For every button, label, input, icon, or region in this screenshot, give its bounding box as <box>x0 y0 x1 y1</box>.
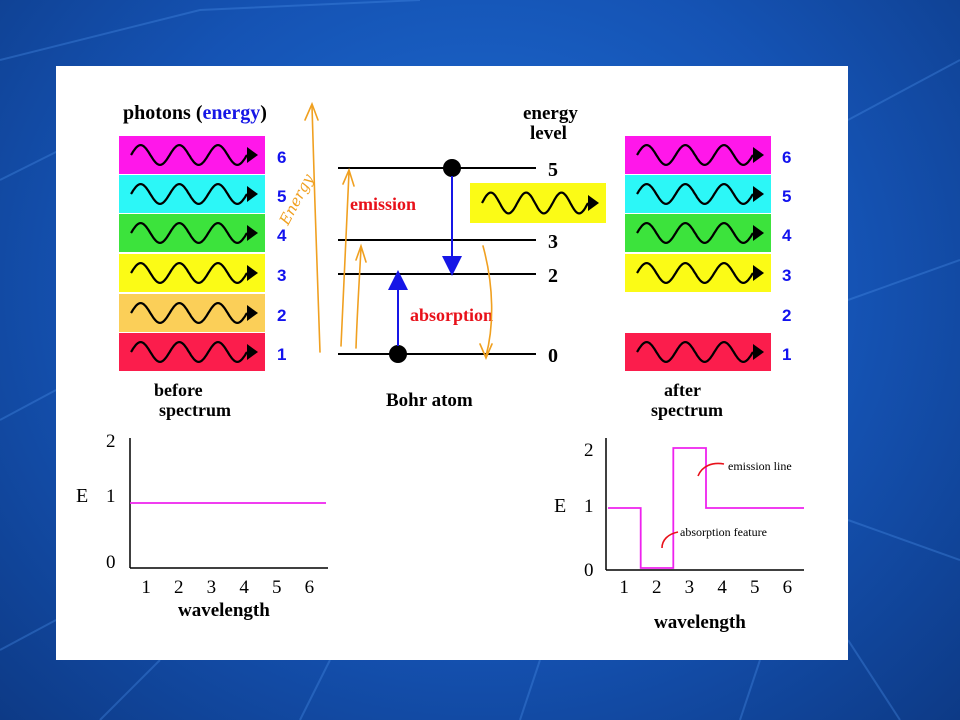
photon-before-5 <box>119 175 265 213</box>
photon-after-label-3: 3 <box>782 266 791 285</box>
photon-after-5-box <box>625 175 771 213</box>
photon-before-1 <box>119 333 265 371</box>
graph-before-ytick-0: 0 <box>106 552 116 573</box>
graph-after-xtick-2: 2 <box>652 577 662 598</box>
photon-before-label-1: 1 <box>277 345 286 364</box>
graph-after-xtick-6: 6 <box>783 577 793 598</box>
emission-line-note: emission line <box>728 459 792 473</box>
emission-line-pointer <box>698 464 724 477</box>
photon-after-3-box <box>625 254 771 292</box>
absorption-feature-note: absorption feature <box>680 525 767 539</box>
graph-after-xtick-3: 3 <box>685 577 695 598</box>
before-spectrum-line1: before <box>154 380 203 400</box>
photon-before-label-6: 6 <box>277 148 286 167</box>
graph-before-xtick-6: 6 <box>305 577 315 598</box>
graph-before-y-label: E <box>76 485 88 507</box>
after-spectrum-line1: after <box>664 380 701 400</box>
graph-after-x-label: wavelength <box>654 612 746 633</box>
photon-after-1-box <box>625 333 771 371</box>
level-label-5: 5 <box>548 159 558 181</box>
graph-after-xtick-4: 4 <box>717 577 727 598</box>
photon-after-label-6: 6 <box>782 148 791 167</box>
photon-after-5 <box>625 175 771 213</box>
graph-before-spectrum: 2 1 0 E 1 2 3 4 5 6 wavelength <box>76 431 328 621</box>
photon-before-3 <box>119 254 265 292</box>
photons-title-energy: energy <box>202 102 260 124</box>
photon-after-6-box <box>625 136 771 174</box>
graph-before-ytick-1: 1 <box>106 486 116 507</box>
graph-after-ytick-1: 1 <box>584 496 594 517</box>
graph-before-ytick-2: 2 <box>106 431 116 452</box>
bohr-atom-title: Bohr atom <box>386 390 473 411</box>
photons-title-prefix: photons ( <box>123 102 203 124</box>
energy-arrow-shaft <box>312 106 320 352</box>
ink-arrow-down <box>480 246 492 358</box>
emitted-photon-box <box>470 183 606 223</box>
level-label-3: 3 <box>548 231 558 253</box>
electron-lower <box>389 345 407 363</box>
absorption-feature-pointer <box>662 532 678 548</box>
photon-before-5-box <box>119 175 265 213</box>
energy-level-header-1: energy <box>523 103 578 124</box>
electron-upper <box>443 159 461 177</box>
level-label-2: 2 <box>548 265 558 287</box>
graph-before-xtick-4: 4 <box>239 577 249 598</box>
absorption-label: absorption <box>410 305 493 325</box>
svg-text:photons (energy): photons (energy) <box>123 102 267 124</box>
photon-before-2-box <box>119 294 265 332</box>
photon-after-label-4: 4 <box>782 226 792 245</box>
graph-before-xtick-1: 1 <box>141 577 151 598</box>
photon-after-1 <box>625 333 771 371</box>
emission-label: emission <box>350 194 416 214</box>
photon-before-4-box <box>119 214 265 252</box>
graph-after-ytick-0: 0 <box>584 560 594 581</box>
photon-before-1-box <box>119 333 265 371</box>
photon-before-6 <box>119 136 265 174</box>
photon-rows-after: 6 5 4 3 2 1 <box>625 136 792 371</box>
photon-before-6-box <box>119 136 265 174</box>
photon-before-2 <box>119 294 265 332</box>
graph-before-xtick-2: 2 <box>174 577 184 598</box>
emitted-photon <box>470 183 606 223</box>
photon-before-4 <box>119 214 265 252</box>
graph-before-xtick-3: 3 <box>207 577 217 598</box>
photon-after-label-2: 2 <box>782 306 791 325</box>
emitted-photon-box-box <box>470 183 606 223</box>
photon-after-label-5: 5 <box>782 187 791 206</box>
photons-title-suffix: ) <box>260 102 267 124</box>
ink-arrow-mid <box>356 246 366 348</box>
before-spectrum-line2: spectrum <box>159 400 231 420</box>
photon-after-label-1: 1 <box>782 345 791 364</box>
graph-after-xtick-1: 1 <box>619 577 629 598</box>
photon-before-3-box <box>119 254 265 292</box>
photon-after-3 <box>625 254 771 292</box>
graph-after-y-label: E <box>554 495 566 517</box>
photon-after-4 <box>625 214 771 252</box>
photon-after-4-box <box>625 214 771 252</box>
after-spectrum-line2: spectrum <box>651 400 723 420</box>
level-label-0: 0 <box>548 345 558 367</box>
graph-before-xtick-5: 5 <box>272 577 282 598</box>
graph-after-ytick-2: 2 <box>584 440 594 461</box>
photon-before-label-2: 2 <box>277 306 286 325</box>
energy-level-header-2: level <box>530 123 567 144</box>
graph-before-x-label: wavelength <box>178 600 270 621</box>
photon-before-label-4: 4 <box>277 226 287 245</box>
photon-after-6 <box>625 136 771 174</box>
photon-before-label-3: 3 <box>277 266 286 285</box>
graph-after-xtick-5: 5 <box>750 577 760 598</box>
